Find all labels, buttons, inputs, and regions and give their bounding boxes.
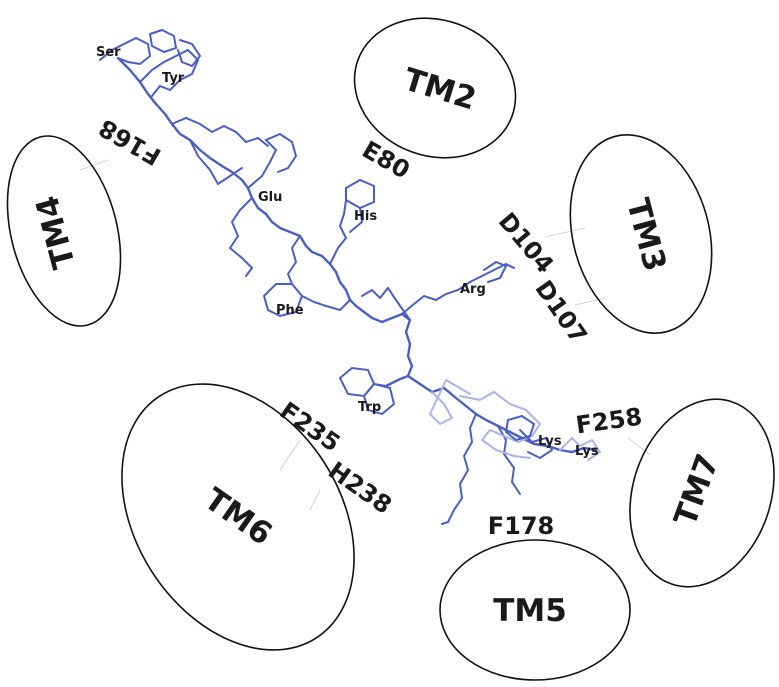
label-lys-1: Lys	[538, 434, 562, 449]
label-h238: H238	[323, 456, 397, 519]
label-lys-2: Lys	[575, 444, 599, 459]
helix-tm7-outline	[629, 398, 775, 588]
lys-ring-knot-2	[519, 429, 554, 460]
trp-link	[373, 379, 399, 388]
helix-tm5: TM5	[439, 539, 631, 681]
helix-tm4-label: TM4	[29, 192, 83, 272]
leader-f258	[627, 437, 651, 456]
lys-branch	[497, 425, 521, 495]
arg-branch	[361, 286, 411, 321]
helix-tm6-outline	[121, 383, 355, 651]
lys-cluster-faded-2	[428, 378, 471, 426]
label-arg: Arg	[460, 282, 486, 297]
peptide-stick-model	[99, 28, 602, 525]
his-link-2	[349, 207, 364, 233]
his-ring	[345, 178, 375, 210]
glu-side-chain	[247, 132, 298, 189]
helix-tm4: TM4	[6, 135, 122, 327]
leader-d107	[574, 297, 606, 306]
tyr-ring	[149, 28, 178, 54]
chain-upper-branch-2	[189, 139, 243, 186]
phe-ring	[262, 283, 304, 318]
lys-ring-knot	[504, 414, 536, 442]
label-d104: D104	[493, 207, 559, 279]
helix-tm3-outline	[569, 134, 713, 334]
leader-d104	[544, 227, 586, 238]
arg-head	[483, 260, 508, 283]
helix-tm6: TM6	[121, 383, 355, 651]
leader-f168	[79, 159, 109, 171]
his-link	[329, 199, 348, 265]
label-trp: Trp	[358, 400, 381, 415]
helix-tm2-label: TM2	[399, 61, 480, 117]
phe-link	[301, 295, 351, 312]
arg-side-chain	[401, 262, 515, 315]
phe-link-2	[286, 235, 301, 285]
label-f235: F235	[275, 396, 346, 457]
helix-tm7-label: TM7	[668, 449, 727, 530]
helix-tm2-outline	[353, 17, 517, 159]
label-tyr: Tyr	[162, 71, 185, 86]
leader-lines	[79, 159, 651, 511]
leader-f235	[279, 439, 301, 471]
trp-ring	[338, 366, 376, 398]
helix-tm6-label: TM6	[198, 481, 279, 553]
peptide-residue-labels: Ser Tyr Glu His Arg Phe Trp Lys Lys	[96, 45, 599, 459]
lys-cluster-faded	[459, 390, 542, 459]
helix-tm4-outline	[6, 135, 122, 327]
receptor-residue-labels: F168 E80 D104 D107 F258 F235 H238 F178	[94, 113, 644, 540]
label-phe: Phe	[276, 303, 304, 318]
label-ser: Ser	[96, 45, 121, 60]
lys2-tail	[559, 436, 602, 461]
label-d107: D107	[529, 275, 592, 348]
tyr-ring-2	[177, 39, 202, 68]
label-his: His	[354, 209, 377, 224]
glu-side-chain-2	[228, 197, 254, 277]
ser-side-chain	[99, 36, 152, 66]
helix-tm3-label: TM3	[619, 195, 673, 275]
label-f258: F258	[574, 403, 644, 440]
label-f178: F178	[488, 512, 555, 540]
leader-h238	[309, 489, 321, 511]
lys-side-chain	[441, 413, 477, 525]
label-glu: Glu	[258, 190, 282, 205]
label-e80: E80	[357, 135, 414, 184]
helix-tm5-label: TM5	[493, 593, 567, 629]
label-f168: F168	[94, 113, 166, 170]
chain-upper-branch	[171, 116, 269, 147]
lower-chain	[406, 374, 598, 454]
helix-tm5-outline	[439, 539, 631, 681]
